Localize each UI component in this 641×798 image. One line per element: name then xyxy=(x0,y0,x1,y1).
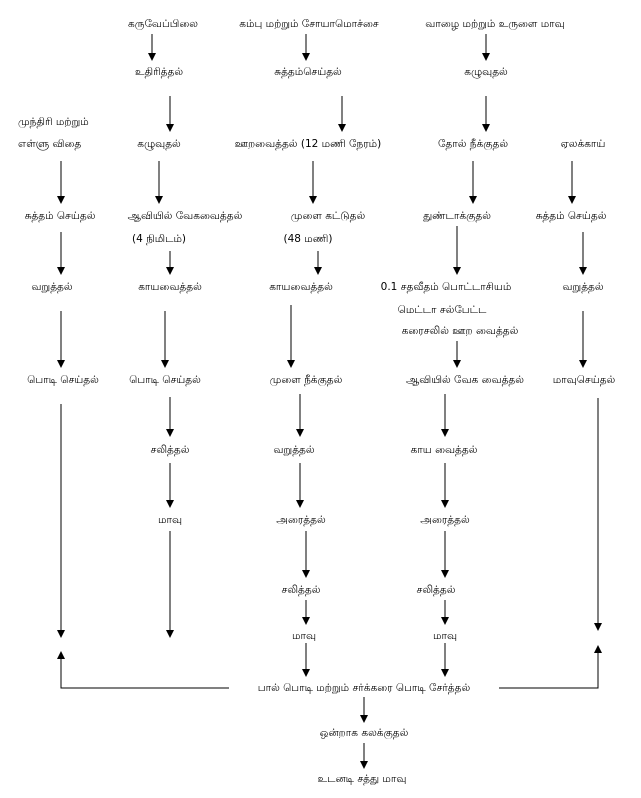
node-c4-clean: சுத்தம் செய்தல் xyxy=(535,210,607,222)
node-c2-sieve: சலித்தல் xyxy=(281,584,321,596)
node-c1-steam: ஆவியில் வேகவைத்தல் xyxy=(127,210,243,222)
node-c3-wash: கழுவுதல் xyxy=(464,66,508,78)
node-c2-sprout-note: (48 மணி) xyxy=(283,233,333,245)
node-c3-flour: மாவு xyxy=(433,630,457,642)
node-c3-kms-line3: கரைசலில் ஊற வைத்தல் xyxy=(401,325,519,337)
node-c3-kms-line1: 0.1 சதவீதம் பொட்டாசியம் xyxy=(380,281,512,293)
node-cashew-sesame-line1: முந்திரி மற்றும் xyxy=(18,116,89,128)
node-c2-roast: வறுத்தல் xyxy=(273,444,315,456)
node-cardamom: ஏலக்காய் xyxy=(560,138,606,150)
node-c1-strip: உதிரித்தல் xyxy=(134,66,184,78)
node-c3-steam: ஆவியில் வேக வைத்தல் xyxy=(406,374,524,386)
node-c2-dry: காயவைத்தல் xyxy=(269,281,333,293)
node-add-milk-sugar: பால் பொடி மற்றும் சர்க்கரை பொடி சேர்த்தல… xyxy=(257,682,471,694)
node-c3-grind: அரைத்தல் xyxy=(420,514,470,526)
node-c1-wash: கழுவுதல் xyxy=(137,138,181,150)
node-c1-steam-note: (4 நிமிடம்) xyxy=(131,233,187,245)
node-c2-desprout: முளை நீக்குதல் xyxy=(269,374,343,386)
node-mix-together: ஒன்றாக கலக்குதல் xyxy=(319,727,409,739)
node-banana-potato: வாழை மற்றும் உருளை மாவு xyxy=(425,18,565,30)
node-millet-soy: கம்பு மற்றும் சோயாமொச்சை xyxy=(239,18,379,30)
node-c0-roast: வறுத்தல் xyxy=(31,281,73,293)
node-c1-dry: காயவைத்தல் xyxy=(138,281,202,293)
node-c3-peel: தோல் நீக்குதல் xyxy=(437,138,509,150)
node-c1-powder: பொடி செய்தல் xyxy=(129,374,201,386)
merge-right-connector xyxy=(499,645,602,689)
node-c2-grind: அரைத்தல் xyxy=(276,514,326,526)
node-c0-clean: சுத்தம் செய்தல் xyxy=(24,210,96,222)
node-c3-kms-line2: மெட்டா சல்பேட்ட xyxy=(397,304,487,316)
node-c2-sprout: முளை கட்டுதல் xyxy=(290,210,366,222)
node-c1-flour: மாவு xyxy=(158,514,182,526)
node-c4-roast: வறுத்தல் xyxy=(562,281,604,293)
node-instant-nutri-flour: உடனடி சத்து மாவு xyxy=(317,773,407,785)
node-curry-leaves: கருவேப்பிலை xyxy=(128,18,198,30)
node-c2-clean: சுத்தம்செய்தல் xyxy=(274,66,342,78)
node-c1-sieve: சலித்தல் xyxy=(150,444,190,456)
node-c2-flour: மாவு xyxy=(292,630,316,642)
merge-left-connector xyxy=(57,651,229,689)
node-c3-dry: காய வைத்தல் xyxy=(410,444,478,456)
node-c2-soak: ஊறவைத்தல் (12 மணி நேரம்) xyxy=(234,138,382,150)
node-c0-powder: பொடி செய்தல் xyxy=(27,374,99,386)
node-cashew-sesame-line2: எள்ளு விதை xyxy=(18,138,82,150)
node-c4-powder: மாவுசெய்தல் xyxy=(552,374,616,386)
node-c3-sieve: சலித்தல் xyxy=(416,584,456,596)
node-c3-slice: துண்டாக்குதல் xyxy=(423,210,491,222)
